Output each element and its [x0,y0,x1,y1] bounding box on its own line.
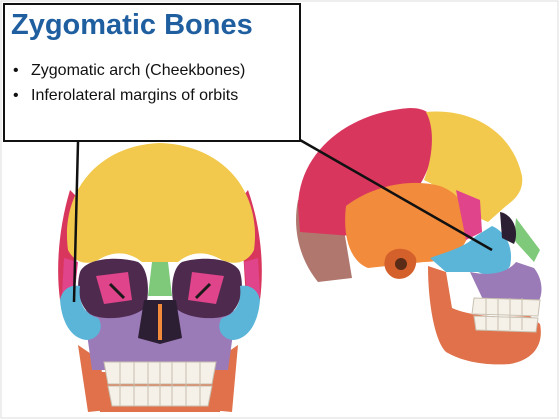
lateral-temporal [345,182,469,268]
anterior-teeth-gaps [119,362,201,406]
bullet-text: Inferolateral margins of orbits [31,87,239,104]
lateral-frontal [424,111,523,222]
leader-line-lateral [299,138,493,252]
lateral-maxilla [470,262,542,306]
lateral-skull [296,108,542,365]
anterior-orbit-right-fissure [194,282,212,300]
lateral-teeth-gaps [485,298,523,330]
lateral-parietal [298,108,437,236]
anterior-nasal-septum [158,304,162,340]
lateral-orbit [500,212,517,244]
anterior-orbit-left-fissure [108,282,126,300]
bullet-item: • Zygomatic arch (Cheekbones) [13,61,297,81]
bullet-marker: • [13,87,19,104]
lateral-teeth-lower [473,315,539,333]
leader-line-anterior [72,141,80,303]
bullet-marker: • [13,62,19,79]
anterior-skull [58,143,262,412]
anterior-zygomatic-right [219,285,260,340]
lateral-mandible [428,266,541,365]
lateral-zygomatic [430,226,512,276]
bullet-list: • Zygomatic arch (Cheekbones) • Inferola… [13,61,297,111]
lateral-teeth-upper [471,297,541,317]
bullet-item: • Inferolateral margins of orbits [13,86,297,106]
lateral-ear-hole [395,258,407,270]
lateral-nasal-bone [514,218,540,262]
callout-box: Zygomatic Bones • Zygomatic arch (Cheekb… [3,3,301,142]
anterior-nasal-bone [148,262,172,296]
bullet-text: Zygomatic arch (Cheekbones) [31,62,246,79]
anterior-zygomatic-left [60,285,101,340]
anterior-frontal-bone [66,143,256,263]
slide-title: Zygomatic Bones [11,9,253,41]
lateral-sphenoid [456,190,482,240]
